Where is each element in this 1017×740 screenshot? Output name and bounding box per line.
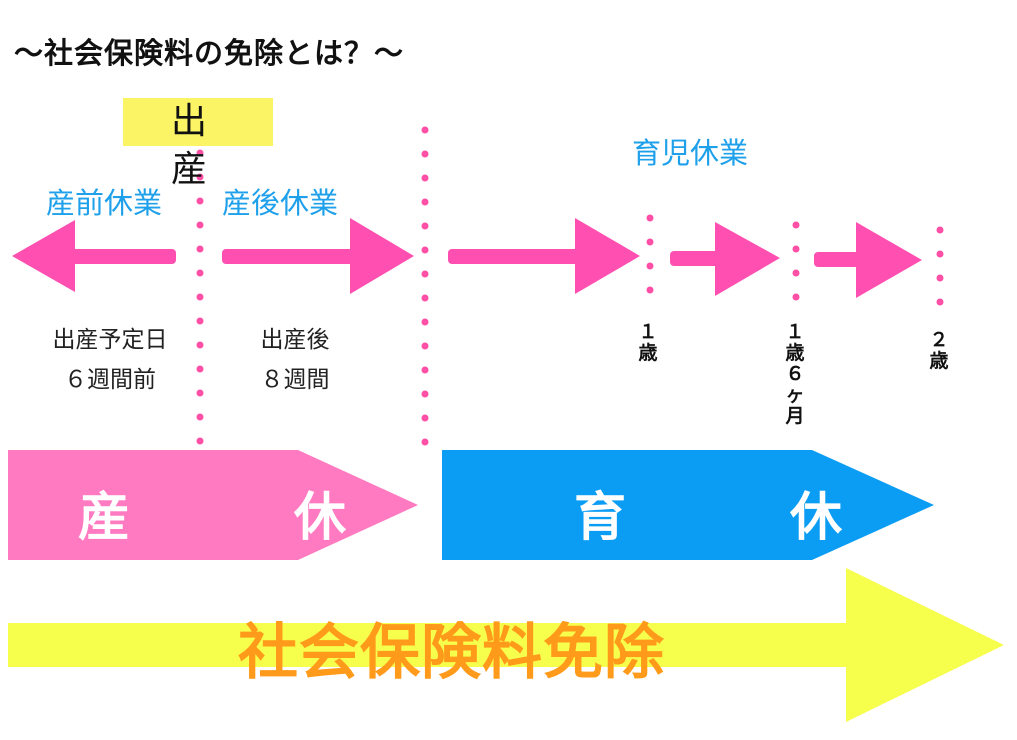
postnatal-note-line2: ８週間 bbox=[260, 367, 330, 393]
prenatal-note-line1: 出産予定日 bbox=[52, 327, 168, 353]
exemption-arrow bbox=[8, 568, 1004, 722]
age1-separator bbox=[646, 214, 654, 294]
age-2-unit: 歳 bbox=[929, 350, 949, 372]
postnatal-arrow bbox=[222, 218, 414, 294]
postnatal-note: 出産後 ８週間 bbox=[220, 320, 370, 400]
maternity-block-label: 産 休 bbox=[78, 488, 403, 548]
childcare-leave-label: 育児休業 bbox=[632, 136, 749, 170]
age-1-6-digit-month: ６ bbox=[785, 363, 805, 385]
maternity-block-shape bbox=[8, 450, 418, 560]
leave-end-separator bbox=[421, 126, 429, 446]
age-1-6-unit-month: 月 bbox=[785, 405, 805, 427]
exemption-label: 社会保険料免除 bbox=[238, 618, 665, 688]
age-1-label: １ 歳 bbox=[633, 322, 663, 364]
age-2-label: ２ 歳 bbox=[924, 330, 954, 372]
age-1-unit: 歳 bbox=[638, 342, 658, 364]
age-1-6-digit-year: １ bbox=[785, 321, 805, 343]
prenatal-arrow bbox=[12, 220, 176, 292]
prenatal-note-line2: ６週間前 bbox=[64, 367, 156, 393]
age-1-6-counter: ヶ bbox=[785, 384, 805, 406]
age-1-digit: １ bbox=[638, 321, 658, 343]
postnatal-note-line1: 出産後 bbox=[260, 327, 330, 353]
age-1-6-label: １ 歳 ６ ヶ 月 bbox=[780, 322, 810, 427]
prenatal-leave-label: 産前休業 bbox=[46, 186, 163, 220]
postnatal-leave-label: 産後休業 bbox=[222, 186, 339, 220]
prenatal-note: 出産予定日 ６週間前 bbox=[30, 320, 190, 400]
age-2-digit: ２ bbox=[929, 329, 949, 351]
page-title: 〜社会保険料の免除とは？〜 bbox=[14, 36, 405, 70]
age-1-6-unit-year: 歳 bbox=[785, 342, 805, 364]
childcare-block-label: 育 休 bbox=[574, 488, 899, 548]
birth-separator bbox=[196, 149, 204, 445]
childcare-block-shape bbox=[442, 450, 934, 560]
childcare-arrow-3 bbox=[814, 222, 922, 298]
childcare-arrow-2 bbox=[670, 222, 780, 296]
birth-label: 出 産 bbox=[123, 98, 275, 190]
age1-6-separator bbox=[792, 221, 800, 301]
timeline-arrows bbox=[12, 218, 922, 298]
age2-separator bbox=[936, 226, 944, 306]
dotted-separators bbox=[196, 126, 944, 446]
childcare-arrow-1 bbox=[448, 218, 640, 294]
